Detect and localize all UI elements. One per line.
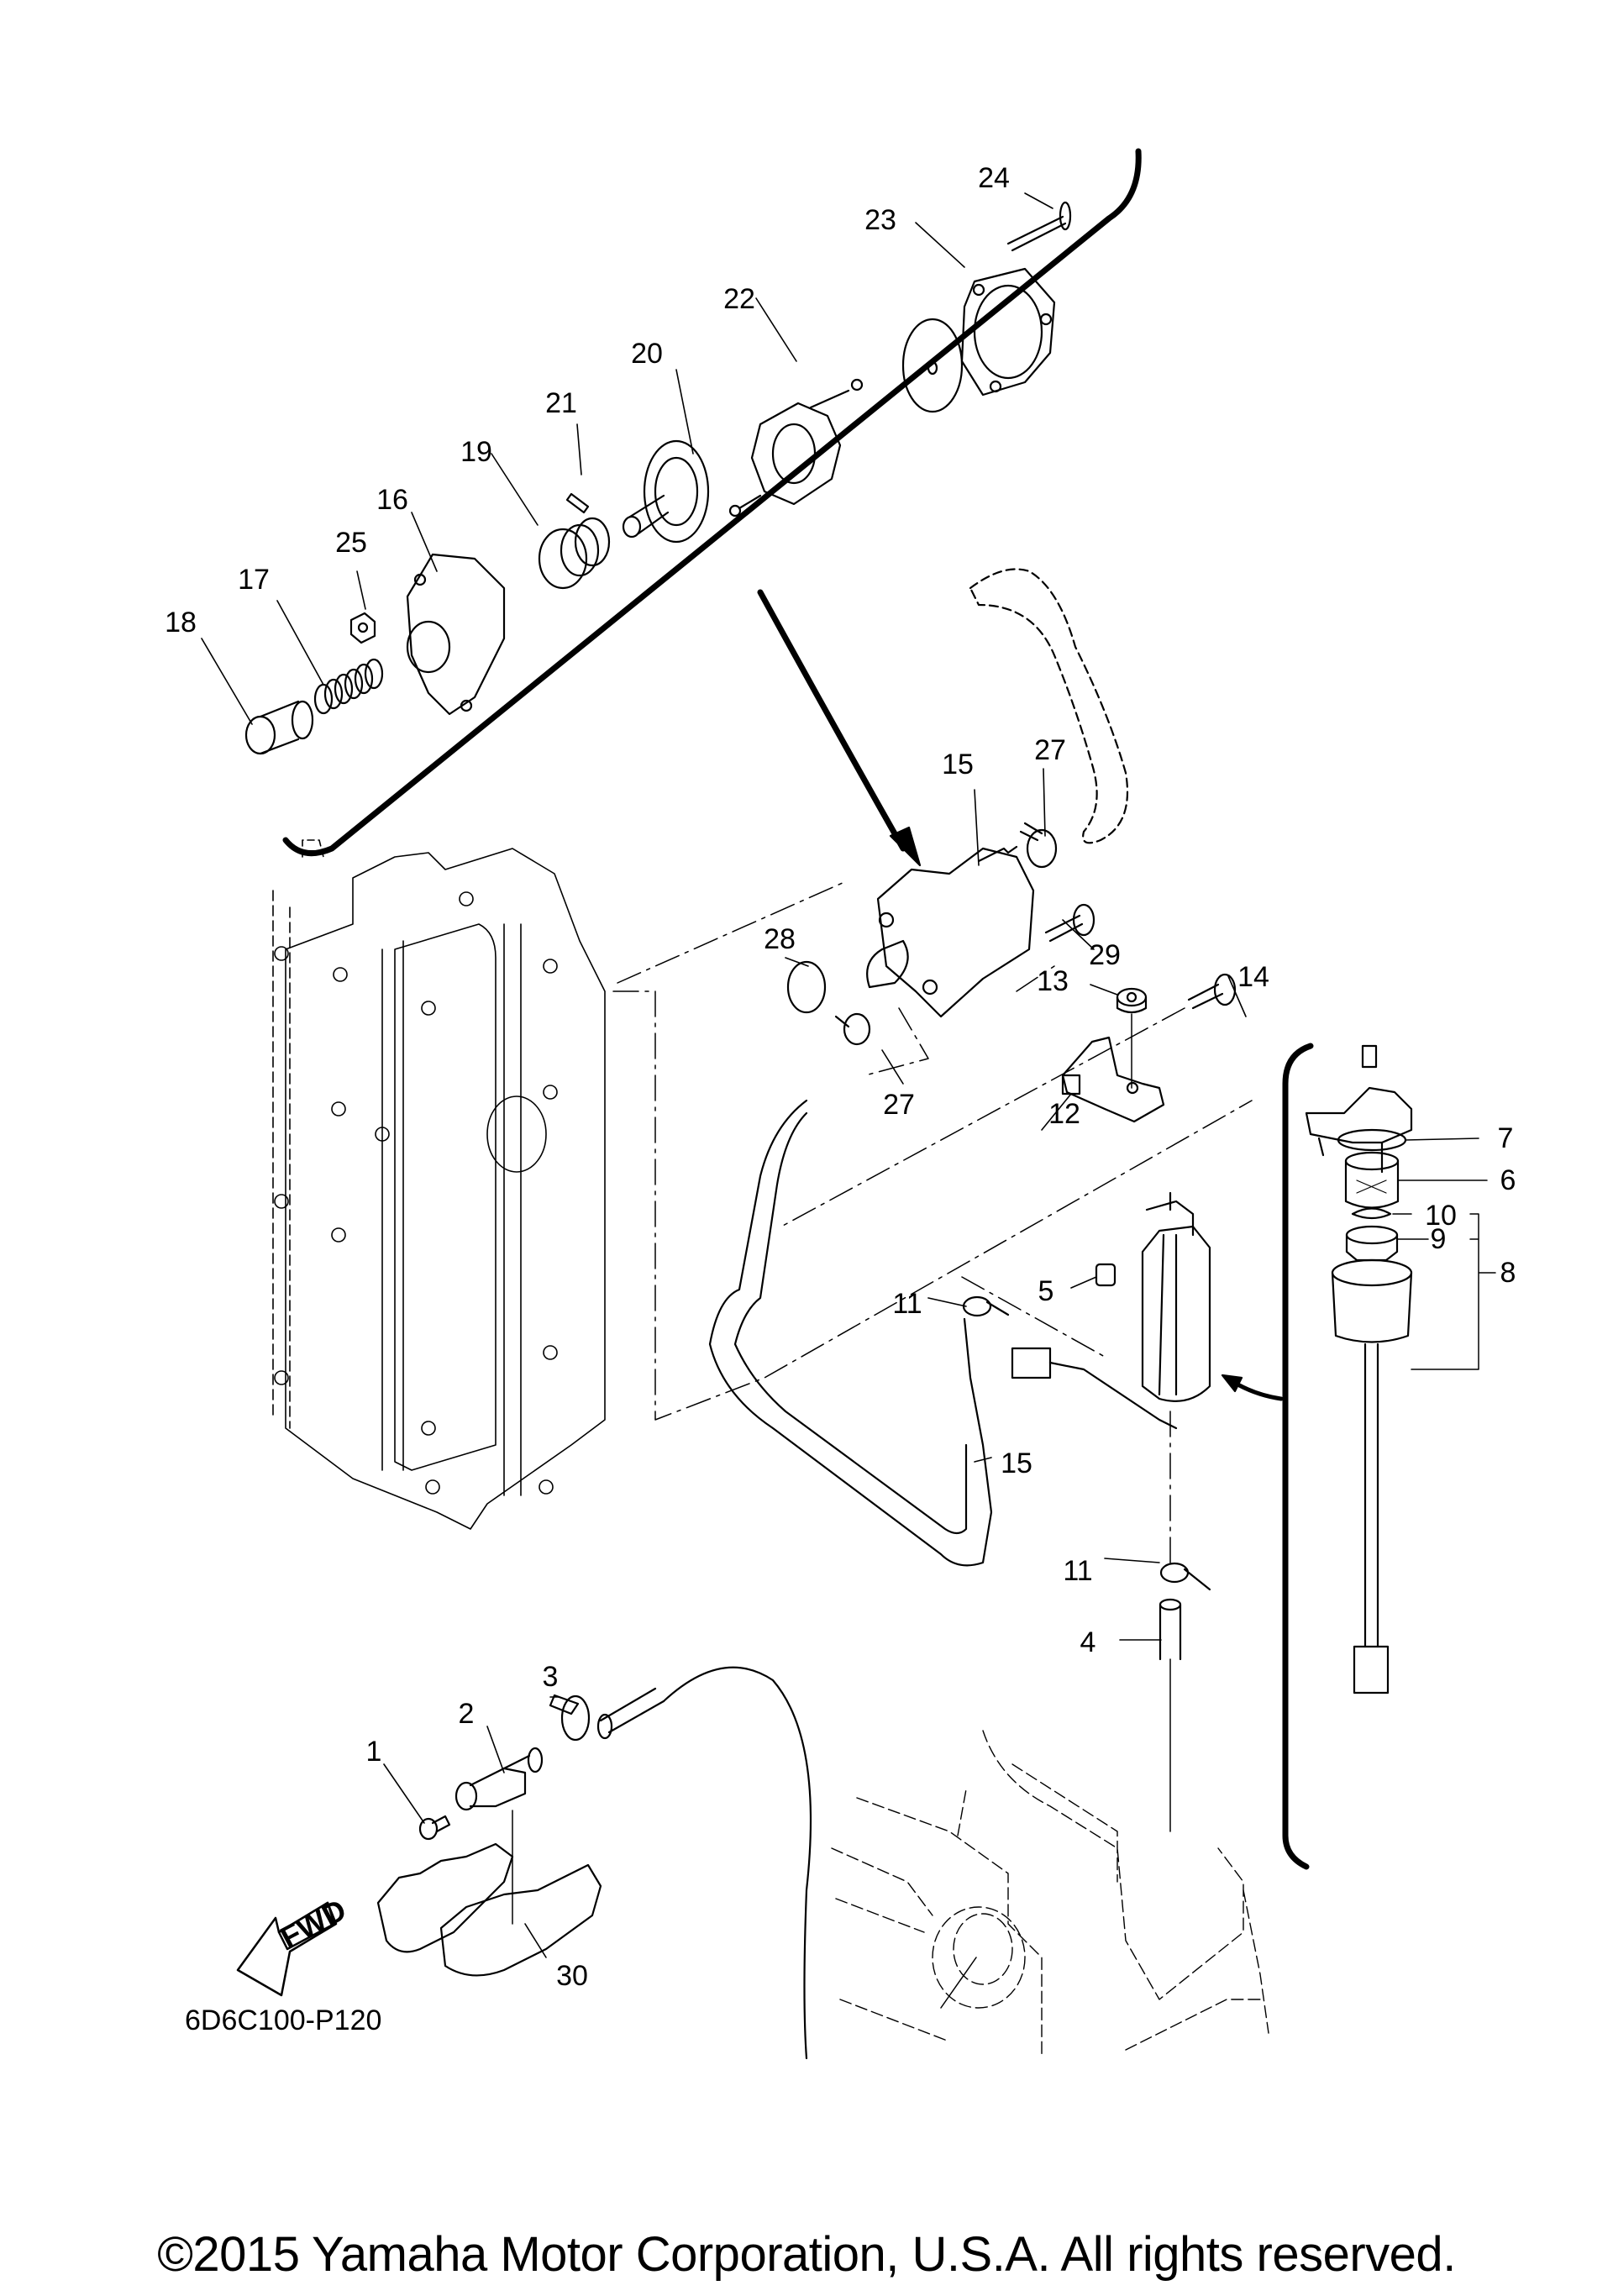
callout-24[interactable]: 23	[864, 204, 896, 236]
callout-29[interactable]: 29	[1089, 939, 1121, 971]
part-11-clip-lower	[1161, 1563, 1210, 1589]
part-9-nut	[1347, 1227, 1397, 1260]
part-1-plug	[420, 1816, 449, 1839]
callout-27-upper[interactable]: 27	[1034, 734, 1066, 766]
part-7-oring-shape	[1338, 1130, 1405, 1150]
callout-28[interactable]: 28	[764, 923, 796, 955]
copyright-notice: ©2015 Yamaha Motor Corporation, U.S.A. A…	[157, 2227, 1456, 2282]
part-20-spring	[539, 518, 609, 588]
callout-1[interactable]: 1	[365, 1736, 382, 1768]
guide-lines-15	[613, 991, 1252, 1420]
part-28-oring	[788, 962, 825, 1012]
cylinder-head	[273, 840, 605, 1529]
pointer-arrow-head	[1222, 1375, 1242, 1391]
callout-13[interactable]: 13	[1037, 965, 1069, 997]
part-17-housing	[407, 554, 504, 714]
detail-arrow	[760, 592, 903, 849]
fwd-arrow-icon	[238, 1903, 336, 1995]
callout-8[interactable]: 8	[1500, 1257, 1516, 1289]
callout-15[interactable]: 15	[1001, 1447, 1032, 1479]
leader-lower-block	[941, 1957, 976, 2008]
part-sensor-connector	[1012, 1348, 1176, 1428]
callout-17[interactable]: 16	[376, 484, 408, 516]
callout-18[interactable]: 17	[238, 564, 270, 596]
callout-19[interactable]: 18	[165, 607, 197, 638]
callout-26[interactable]: 25	[335, 527, 367, 559]
detail-bracket-upper	[286, 151, 1138, 854]
part-6-strainer	[1346, 1153, 1398, 1208]
detail-bracket-right	[1285, 1046, 1311, 1867]
part-10-clip	[1353, 1209, 1390, 1219]
part-27-clip-upper	[1021, 823, 1056, 867]
callout-12[interactable]: 12	[1048, 1098, 1080, 1130]
part-valve-disc	[903, 319, 962, 412]
part-2-joint	[456, 1748, 542, 1810]
part-22-pin	[567, 494, 588, 512]
callout-20[interactable]: 19	[460, 436, 492, 468]
part-16-pump	[867, 847, 1033, 1017]
part-19-cap	[246, 701, 313, 754]
callout-11-upper[interactable]: 11	[892, 1288, 922, 1320]
callout-3[interactable]: 3	[542, 1661, 559, 1693]
part-26-nut	[351, 613, 375, 643]
diagram-reference-code: 6D6C100-P120	[185, 2004, 382, 2036]
part-23-body	[730, 380, 862, 516]
lower-engine-block	[832, 1731, 1269, 2058]
part-5-filter-assembly	[1096, 1193, 1210, 1401]
part-4-hose	[1160, 1411, 1180, 1831]
callout-16[interactable]: 15	[942, 749, 974, 780]
callout-7[interactable]: 7	[1497, 1122, 1514, 1154]
guide-lines-pump	[617, 882, 1054, 1075]
callout-5[interactable]: 5	[1038, 1275, 1054, 1307]
callout-6[interactable]: 6	[1500, 1164, 1516, 1196]
part-fuel-hose-lower	[598, 1668, 811, 2058]
part-27-clip-lower	[836, 1014, 870, 1044]
guide-line-14	[781, 1008, 1185, 1227]
part-21-diaphragm	[623, 441, 708, 542]
callout-4[interactable]: 4	[1080, 1626, 1096, 1658]
part-29-bolt	[1046, 905, 1094, 941]
callout-leaders	[202, 193, 1246, 1957]
detail-arrow-head	[891, 828, 920, 865]
callout-21[interactable]: 20	[631, 338, 663, 370]
callout-11-lower[interactable]: 11	[1063, 1555, 1093, 1587]
part-13-nut	[1117, 989, 1146, 1012]
part-24-gasket	[962, 269, 1054, 395]
part-18-spring	[315, 659, 382, 713]
part-25-screw	[1008, 202, 1070, 250]
callout-27-lower[interactable]: 27	[883, 1089, 915, 1121]
part-11-clip-upper	[964, 1297, 1008, 1316]
hose-upper-dashed	[970, 570, 1127, 843]
callout-2[interactable]: 2	[458, 1698, 475, 1730]
callout-9[interactable]: 9	[1430, 1223, 1447, 1255]
callout-30[interactable]: 30	[556, 1960, 588, 1992]
part-3-clamp	[550, 1695, 589, 1740]
callout-23[interactable]: 22	[723, 283, 755, 315]
part-14-bolt	[1189, 975, 1235, 1008]
callout-25[interactable]: 24	[978, 162, 1010, 194]
filter-cap-detail	[1306, 1046, 1411, 1172]
callout-22[interactable]: 21	[545, 387, 577, 419]
callout-14[interactable]: 14	[1237, 961, 1269, 993]
callout-leaders-right	[1393, 1138, 1495, 1369]
part-15-hose	[710, 1101, 991, 1565]
part-8-bowl	[1332, 1260, 1411, 1693]
callout-10[interactable]: 10	[1425, 1200, 1457, 1232]
part-30-cover	[378, 1810, 601, 1975]
